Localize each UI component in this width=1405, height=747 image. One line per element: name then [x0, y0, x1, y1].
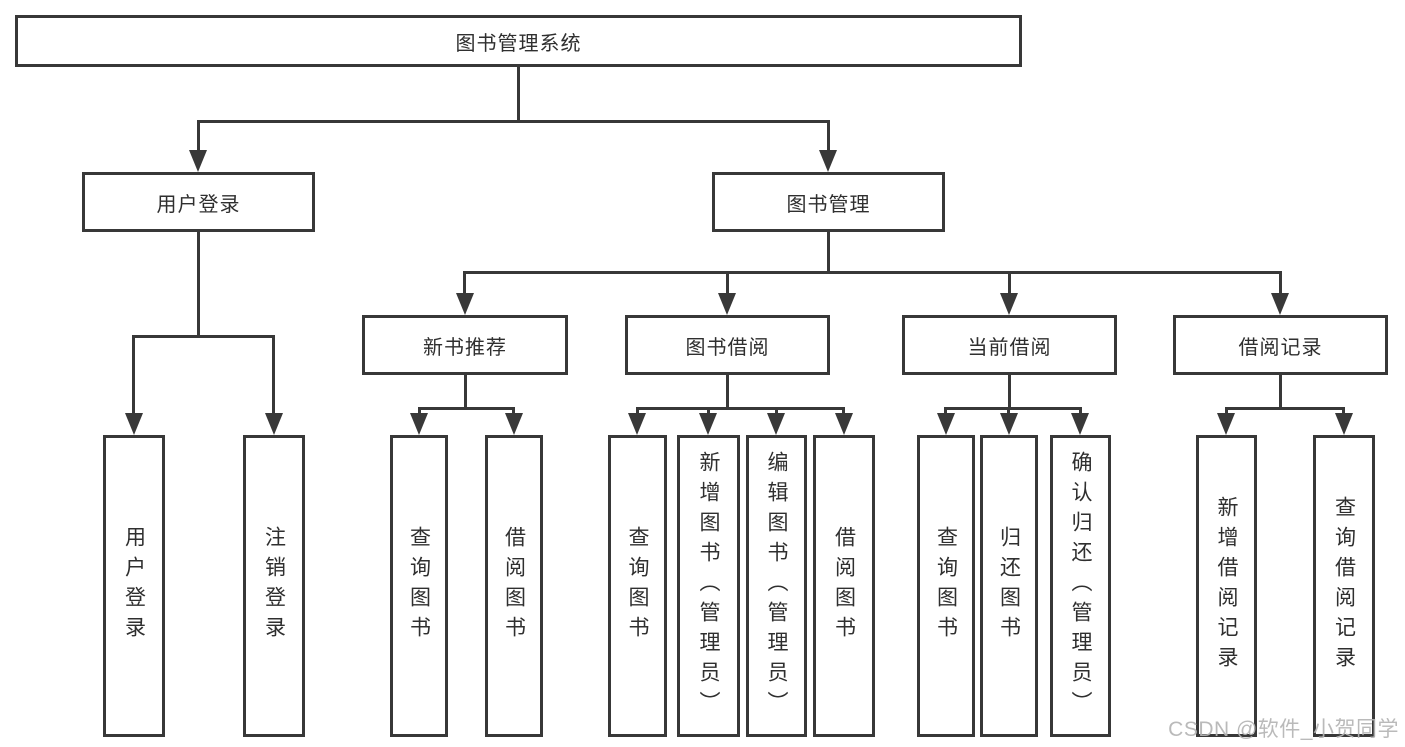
connector-line: [944, 407, 947, 415]
leaf-borrow-books-2: 借阅图书: [813, 435, 875, 737]
arrow-down-icon: [819, 150, 837, 172]
connector-line: [726, 271, 729, 295]
connector-line: [197, 232, 200, 335]
arrow-down-icon: [718, 293, 736, 315]
leaf-confirm-return-admin: 确认归还（管理员）: [1050, 435, 1111, 737]
connector-line: [512, 407, 515, 415]
connector-line: [636, 407, 639, 415]
connector-line: [1279, 375, 1282, 407]
arrow-down-icon: [125, 413, 143, 435]
leaf-confirm-return-admin-label: 确认归还（管理员）: [1069, 451, 1092, 721]
node-current-borrowing: 当前借阅: [902, 315, 1117, 375]
connector-line: [1279, 271, 1282, 295]
leaf-borrow-books-1-label: 借阅图书: [502, 526, 526, 646]
arrow-down-icon: [767, 413, 785, 435]
arrow-down-icon: [189, 150, 207, 172]
node-book-borrowing: 图书借阅: [625, 315, 830, 375]
connector-line: [464, 375, 467, 407]
node-new-book-recommendation: 新书推荐: [362, 315, 568, 375]
arrow-down-icon: [1335, 413, 1353, 435]
connector-line: [463, 271, 466, 295]
leaf-query-books-2: 查询图书: [608, 435, 667, 737]
connector-line: [463, 271, 1281, 274]
leaf-query-borrow-record-label: 查询借阅记录: [1332, 496, 1356, 676]
leaf-logout: 注销登录: [243, 435, 305, 737]
leaf-edit-books-admin-label: 编辑图书（管理员）: [765, 451, 788, 721]
leaf-edit-books-admin: 编辑图书（管理员）: [746, 435, 807, 737]
watermark: CSDN @软件_小贺同学: [1168, 718, 1399, 741]
node-library-management-system: 图书管理系统: [15, 15, 1022, 67]
connector-line: [418, 407, 515, 410]
connector-line: [775, 407, 778, 415]
connector-line: [517, 67, 520, 120]
arrow-down-icon: [835, 413, 853, 435]
leaf-logout-label: 注销登录: [262, 526, 286, 646]
leaf-query-books-3: 查询图书: [917, 435, 975, 737]
arrow-down-icon: [699, 413, 717, 435]
connector-line: [1008, 271, 1011, 295]
leaf-borrow-books-1: 借阅图书: [485, 435, 543, 737]
connector-line: [827, 120, 830, 152]
leaf-query-books-1-label: 查询图书: [407, 526, 431, 646]
arrow-down-icon: [265, 413, 283, 435]
connector-line: [726, 375, 729, 407]
arrow-down-icon: [1000, 293, 1018, 315]
connector-line: [1079, 407, 1082, 415]
arrow-down-icon: [937, 413, 955, 435]
connector-line: [707, 407, 710, 415]
arrow-down-icon: [1217, 413, 1235, 435]
leaf-add-borrow-record-label: 新增借阅记录: [1215, 496, 1238, 676]
leaf-return-books-label: 归还图书: [997, 526, 1021, 646]
arrow-down-icon: [1071, 413, 1089, 435]
connector-line: [1225, 407, 1345, 410]
connector-line: [944, 407, 1081, 410]
leaf-query-books-1: 查询图书: [390, 435, 448, 737]
arrow-down-icon: [628, 413, 646, 435]
leaf-return-books: 归还图书: [980, 435, 1038, 737]
connector-line: [1225, 407, 1228, 415]
leaf-query-books-3-label: 查询图书: [934, 526, 958, 646]
node-user-login: 用户登录: [82, 172, 315, 232]
connector-line: [418, 407, 421, 415]
leaf-add-borrow-record: 新增借阅记录: [1196, 435, 1257, 737]
leaf-query-books-2-label: 查询图书: [626, 526, 649, 646]
leaf-add-books-admin: 新增图书（管理员）: [677, 435, 740, 737]
node-borrowing-records: 借阅记录: [1173, 315, 1388, 375]
connector-line: [132, 335, 135, 415]
leaf-add-books-admin-label: 新增图书（管理员）: [697, 451, 720, 721]
leaf-user-login: 用户登录: [103, 435, 165, 737]
connector-line: [827, 232, 830, 271]
connector-line: [197, 120, 830, 123]
arrow-down-icon: [505, 413, 523, 435]
arrow-down-icon: [456, 293, 474, 315]
leaf-user-login-label: 用户登录: [122, 526, 146, 646]
arrow-down-icon: [1000, 413, 1018, 435]
connector-line: [197, 120, 200, 152]
connector-line: [1007, 407, 1010, 415]
node-book-management: 图书管理: [712, 172, 945, 232]
connector-line: [842, 407, 845, 415]
connector-line: [132, 335, 275, 338]
connector-line: [1008, 375, 1011, 407]
arrow-down-icon: [1271, 293, 1289, 315]
leaf-borrow-books-2-label: 借阅图书: [832, 526, 856, 646]
connector-line: [272, 335, 275, 415]
arrow-down-icon: [410, 413, 428, 435]
leaf-query-borrow-record: 查询借阅记录: [1313, 435, 1375, 737]
connector-line: [1342, 407, 1345, 415]
connector-line: [636, 407, 845, 410]
